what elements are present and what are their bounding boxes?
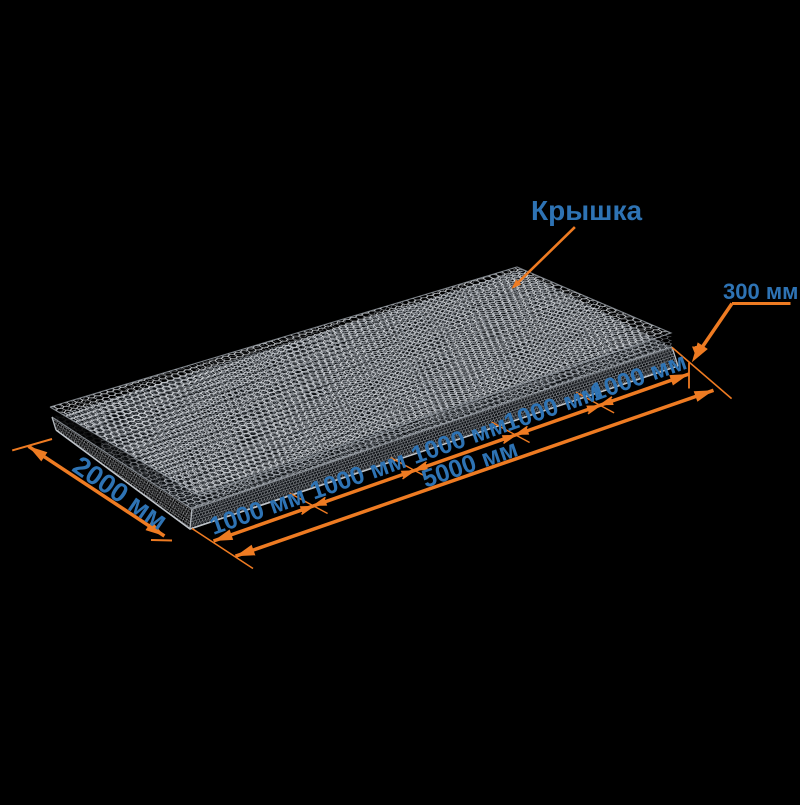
svg-text:300 мм: 300 мм bbox=[723, 279, 798, 304]
svg-text:Крышка: Крышка bbox=[531, 195, 642, 226]
